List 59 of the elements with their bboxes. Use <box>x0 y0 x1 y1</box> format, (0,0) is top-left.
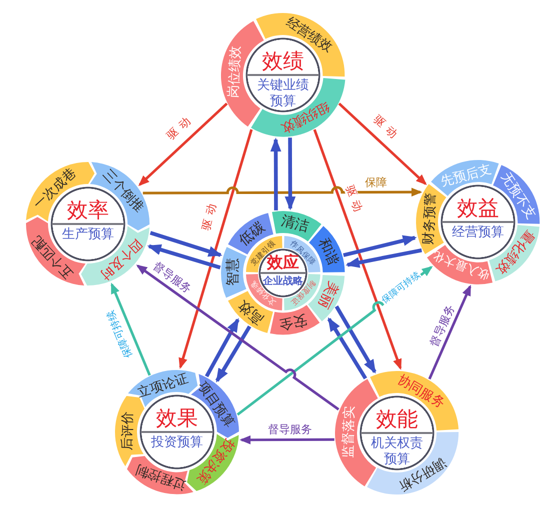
hub-title: 效益 <box>457 196 499 220</box>
ring-segment <box>284 236 320 272</box>
arrow <box>136 264 340 410</box>
arrow <box>147 244 221 270</box>
arrow <box>204 318 240 378</box>
hub-subtitle: 生产预算 <box>62 227 114 244</box>
ring-segment <box>370 371 459 431</box>
hub-title: 效应 <box>267 253 299 271</box>
segment-label: 清洁 <box>280 214 310 234</box>
arrow <box>150 230 222 257</box>
edge-label: 保障可持续 <box>104 308 136 360</box>
arrow <box>327 317 368 380</box>
segment-label: 无预不支 <box>498 170 538 222</box>
edge-label: 保障 <box>364 176 388 190</box>
ring-segment <box>284 274 320 310</box>
segment-label: 立项论证 <box>136 372 190 400</box>
arrow <box>138 102 228 186</box>
segment-label: 和谐 <box>316 236 341 268</box>
hub-subtitle: 经营预算 <box>452 225 504 242</box>
arrow <box>178 129 253 369</box>
arrow <box>338 102 427 186</box>
hub-title: 效能 <box>376 408 418 431</box>
segment-label: 岗位绩效 <box>228 46 244 99</box>
arrow <box>334 305 376 374</box>
arrow <box>342 235 417 258</box>
segment-label: 过程控制 <box>134 462 188 492</box>
arrow <box>346 248 422 268</box>
hub-subtitle: 机关权责预算 <box>370 436 423 468</box>
ring-segment <box>250 78 345 137</box>
segment-label: 后评价 <box>121 412 135 451</box>
hub-subtitle: 关键业绩预算 <box>256 78 309 110</box>
arrow <box>215 325 252 382</box>
ring-segment <box>221 246 247 298</box>
hub-title: 效率 <box>67 198 109 222</box>
hub-title: 效果 <box>156 406 198 430</box>
segment-label: 低碳 <box>236 219 268 248</box>
segment-label: 项目预算 <box>196 380 236 430</box>
ring-diagram <box>220 210 346 336</box>
segment-label: 美丽 <box>315 280 340 311</box>
segment-label: 监督落实 <box>342 406 356 458</box>
arrow <box>240 435 334 444</box>
segment-label: 智慧 <box>226 258 240 286</box>
arrow <box>270 138 282 210</box>
hub-subtitle: 投资预算 <box>151 435 203 452</box>
segment-label: 收入最大化 <box>431 249 492 282</box>
segment-label: 安全 <box>278 312 309 332</box>
ring-segment <box>256 13 345 77</box>
edge-label: 督导服务 <box>267 424 313 436</box>
arrow <box>142 186 422 197</box>
segment-label: 先预后支 <box>438 162 492 189</box>
arrow <box>110 282 151 376</box>
segment-label: 财务预警 <box>422 193 438 246</box>
ring-segment <box>367 432 459 495</box>
arrow <box>284 138 296 210</box>
hub-title: 效绩 <box>262 50 304 73</box>
hub-subtitle: 企业战略 <box>263 276 303 287</box>
arrow <box>428 284 472 380</box>
arrow <box>313 129 402 370</box>
ring-segment <box>127 456 194 494</box>
